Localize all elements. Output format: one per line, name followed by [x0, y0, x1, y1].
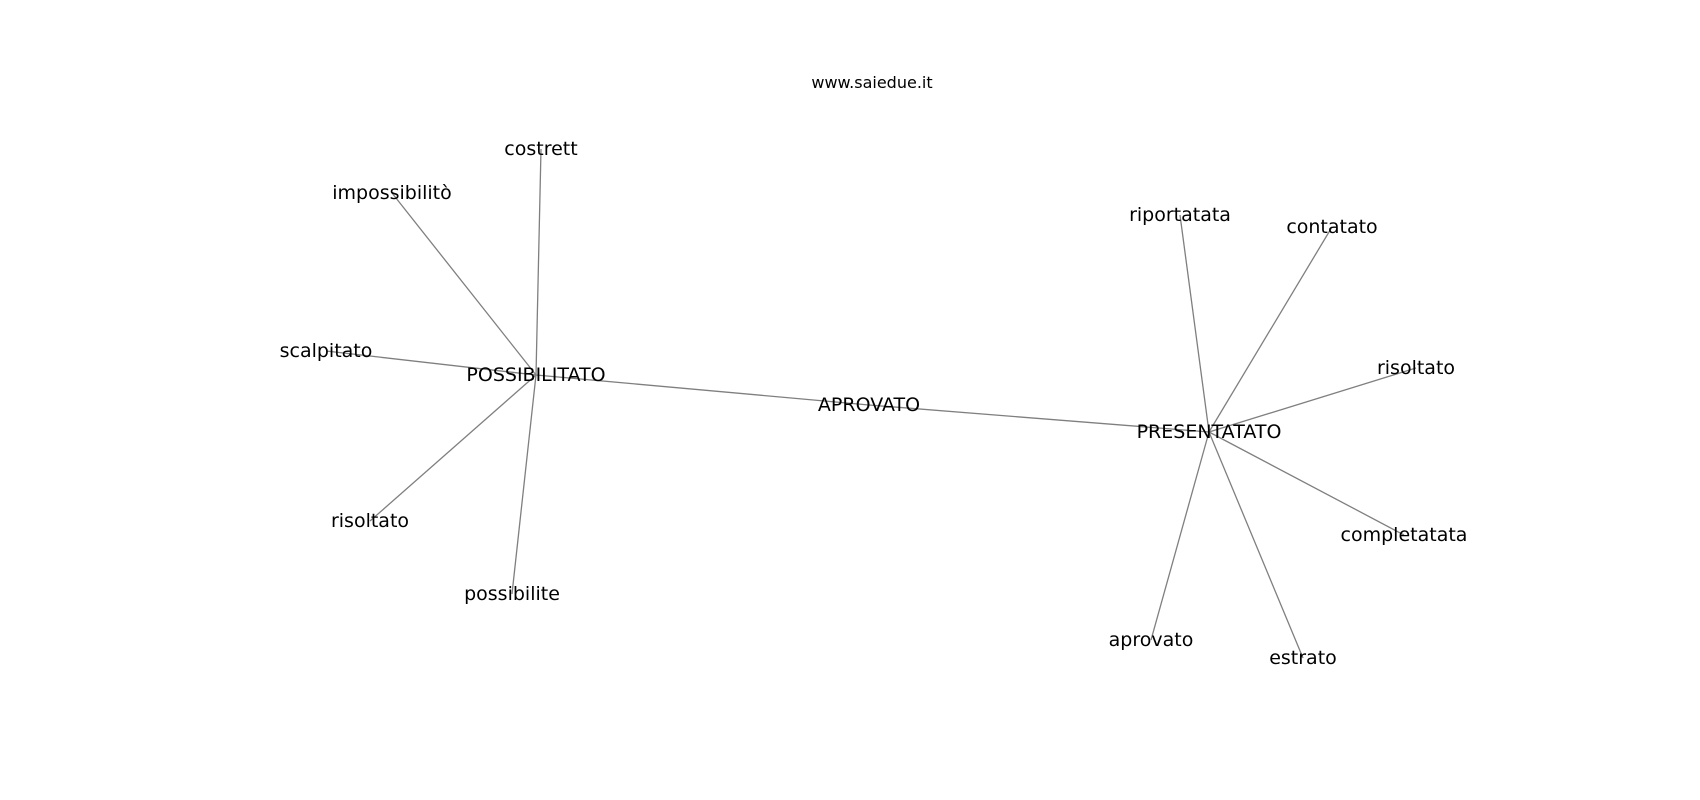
- edge-possibilitato-impossibilito: [391, 192, 537, 376]
- edge-aprovato_center-possibilitato: [535, 374, 870, 406]
- edge-presentatato-riportatata: [1179, 214, 1210, 433]
- edge-presentatato-risoltato_right: [1208, 367, 1417, 433]
- node-label-presentatato: PRESENTATATO: [1137, 421, 1282, 443]
- node-label-contatato: contatato: [1286, 216, 1377, 238]
- node-label-risoltato-right: risoltato: [1377, 357, 1455, 379]
- node-label-possibilite: possibilite: [464, 583, 560, 605]
- edges-layer: [325, 148, 1417, 659]
- node-label-estrato: estrato: [1269, 647, 1337, 669]
- node-label-aprovato-center: APROVATO: [818, 394, 920, 416]
- edge-possibilitato-costrett: [535, 148, 542, 376]
- edge-aprovato_center-presentatato: [868, 404, 1210, 433]
- node-label-costrett: costrett: [504, 138, 577, 160]
- edge-presentatato-completatata: [1208, 431, 1405, 536]
- edge-possibilitato-risoltato_left: [369, 374, 537, 522]
- node-label-scalpitato: scalpitato: [280, 340, 373, 362]
- node-label-possibilitato: POSSIBILITATO: [466, 364, 605, 386]
- edge-possibilitato-scalpitato: [325, 350, 537, 376]
- nodes-layer: APROVATO POSSIBILITATO PRESENTATATO costret…: [280, 138, 1468, 669]
- edge-presentatato-estrato: [1208, 431, 1304, 659]
- edge-presentatato-contatato: [1208, 226, 1333, 433]
- site-title: www.saiedue.it: [811, 73, 932, 92]
- edge-presentatato-aprovato_leaf: [1150, 431, 1210, 641]
- node-label-aprovato-leaf: aprovato: [1109, 629, 1194, 651]
- node-label-completatata: completatata: [1341, 524, 1468, 546]
- node-label-risoltato-left: risoltato: [331, 510, 409, 532]
- node-label-impossibilito: impossibilitò: [332, 182, 452, 204]
- node-label-riportatata: riportatata: [1129, 204, 1231, 226]
- edge-possibilitato-possibilite: [511, 374, 537, 595]
